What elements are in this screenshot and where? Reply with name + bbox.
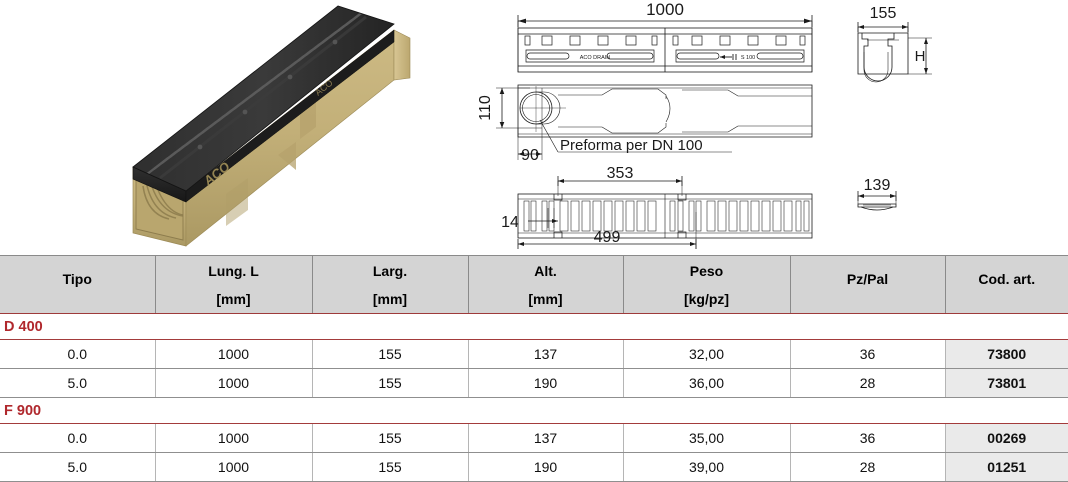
column-header-tipo-label: Tipo	[0, 270, 155, 287]
technical-drawing-svg: 1000 ACO DRAIN S 100 155 H 110 90 Prefor…	[430, 0, 1068, 255]
illustration-area: ACO ACO	[0, 0, 1068, 255]
technical-drawings: 1000 ACO DRAIN S 100 155 H 110 90 Prefor…	[430, 0, 1068, 255]
table-header: Tipo Lung. L [mm] Larg. [mm] Alt. [mm] P…	[0, 256, 1068, 314]
cell-alt: 190	[468, 453, 623, 482]
column-header-codice-unit	[946, 286, 1068, 299]
column-header-altezza-unit: [mm]	[469, 279, 623, 307]
cell-peso: 32,00	[623, 340, 790, 369]
column-header-peso-unit: [kg/pz]	[624, 279, 790, 307]
column-header-altezza-label: Alt.	[469, 262, 623, 279]
specification-table: Tipo Lung. L [mm] Larg. [mm] Alt. [mm] P…	[0, 255, 1068, 482]
dim-label-110: 110	[477, 95, 494, 121]
specification-table-container: Tipo Lung. L [mm] Larg. [mm] Alt. [mm] P…	[0, 255, 1068, 473]
group-label-d400: D 400	[0, 314, 1068, 340]
cell-lung: 1000	[155, 369, 312, 398]
cell-codice[interactable]: 73800	[945, 340, 1068, 369]
column-header-pzpal-unit	[791, 286, 945, 299]
column-header-larghezza-label: Larg.	[313, 262, 468, 279]
preform-annotation: Preforma per DN 100	[560, 137, 703, 154]
drawing-type-label: S 100	[741, 55, 755, 61]
cell-larg: 155	[312, 369, 468, 398]
column-header-larghezza-unit: [mm]	[313, 279, 468, 307]
group-label-f900: F 900	[0, 398, 1068, 424]
column-header-pzpal: Pz/Pal	[790, 256, 945, 314]
cell-peso: 36,00	[623, 369, 790, 398]
dim-label-353: 353	[607, 165, 634, 182]
column-header-lunghezza: Lung. L [mm]	[155, 256, 312, 314]
cell-lung: 1000	[155, 424, 312, 453]
column-header-lunghezza-label: Lung. L	[156, 262, 312, 279]
cell-tipo: 0.0	[0, 340, 155, 369]
cell-pzpal: 28	[790, 453, 945, 482]
cell-codice[interactable]: 01251	[945, 453, 1068, 482]
group-header-row-f900: F 900	[0, 398, 1068, 424]
column-header-larghezza: Larg. [mm]	[312, 256, 468, 314]
column-header-tipo-unit	[0, 286, 155, 299]
dim-label-H: H	[915, 48, 926, 65]
cell-peso: 39,00	[623, 453, 790, 482]
cell-alt: 137	[468, 424, 623, 453]
cell-codice[interactable]: 73801	[945, 369, 1068, 398]
cell-tipo: 5.0	[0, 369, 155, 398]
column-header-peso: Peso [kg/pz]	[623, 256, 790, 314]
column-header-codice-label: Cod. art.	[946, 270, 1068, 287]
dim-label-139: 139	[864, 177, 891, 194]
cell-tipo: 5.0	[0, 453, 155, 482]
cell-pzpal: 28	[790, 369, 945, 398]
table-row[interactable]: 5.0 1000 155 190 39,00 28 01251	[0, 453, 1068, 482]
cell-lung: 1000	[155, 340, 312, 369]
column-header-peso-label: Peso	[624, 262, 790, 279]
column-header-tipo: Tipo	[0, 256, 155, 314]
dim-label-90: 90	[521, 147, 539, 164]
cell-alt: 190	[468, 369, 623, 398]
dim-label-1000: 1000	[646, 0, 684, 19]
group-header-row-d400: D 400	[0, 314, 1068, 340]
dim-label-499: 499	[594, 229, 621, 246]
table-row[interactable]: 0.0 1000 155 137 32,00 36 73800	[0, 340, 1068, 369]
cell-alt: 137	[468, 340, 623, 369]
cell-peso: 35,00	[623, 424, 790, 453]
cell-pzpal: 36	[790, 340, 945, 369]
column-header-pzpal-label: Pz/Pal	[791, 270, 945, 287]
cell-larg: 155	[312, 453, 468, 482]
column-header-lunghezza-unit: [mm]	[156, 279, 312, 307]
cell-tipo: 0.0	[0, 424, 155, 453]
dim-label-14: 14	[501, 214, 519, 231]
dim-label-155: 155	[870, 5, 897, 22]
table-header-row: Tipo Lung. L [mm] Larg. [mm] Alt. [mm] P…	[0, 256, 1068, 314]
column-header-altezza: Alt. [mm]	[468, 256, 623, 314]
table-row[interactable]: 0.0 1000 155 137 35,00 36 00269	[0, 424, 1068, 453]
product-photo-image: ACO ACO	[0, 0, 430, 255]
table-row[interactable]: 5.0 1000 155 190 36,00 28 73801	[0, 369, 1068, 398]
product-photo: ACO ACO	[0, 0, 430, 255]
column-header-codice: Cod. art.	[945, 256, 1068, 314]
cell-pzpal: 36	[790, 424, 945, 453]
cell-larg: 155	[312, 424, 468, 453]
cell-larg: 155	[312, 340, 468, 369]
cell-lung: 1000	[155, 453, 312, 482]
cell-codice[interactable]: 00269	[945, 424, 1068, 453]
table-body: D 400 0.0 1000 155 137 32,00 36 73800 5.…	[0, 314, 1068, 482]
drawing-brand-label: ACO DRAIN	[580, 55, 611, 61]
